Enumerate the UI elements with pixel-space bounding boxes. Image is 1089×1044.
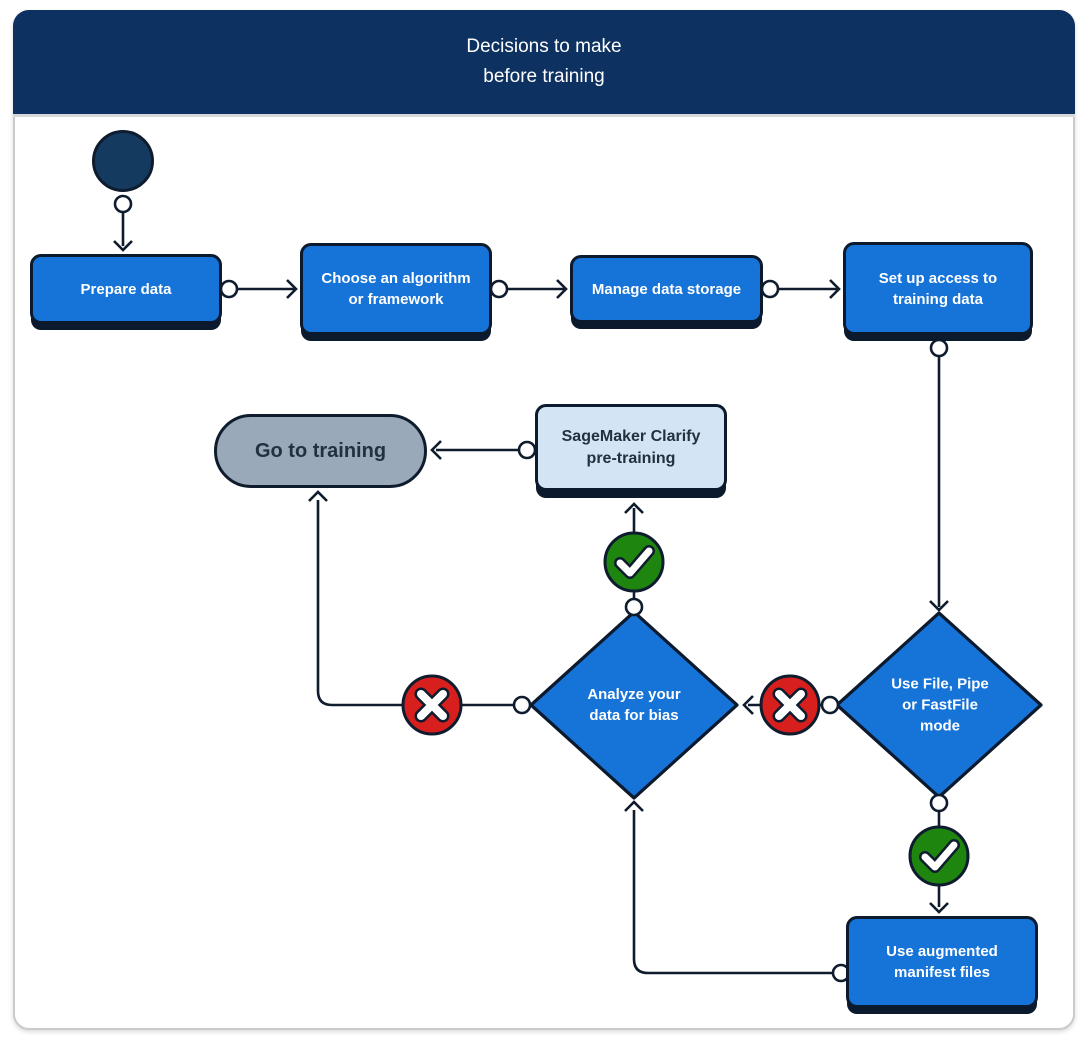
yes-badge-check-icon [908,825,970,887]
node-manage-data-storage: Manage data storage [570,255,763,323]
connector-dot [219,279,239,299]
arrowhead-right-icon [286,279,298,299]
diagram-title: Decisions to make before training [13,10,1075,117]
arrowhead-down-icon [929,902,949,914]
connector-dot [113,194,133,214]
node-go-to-training: Go to training [214,414,427,488]
no-badge-cross-icon [401,674,463,736]
connector-dot [929,793,949,813]
node-sagemaker-clarify: SageMaker Clarify pre-training [535,404,727,491]
connector-dot [760,279,780,299]
arrowhead-down-icon [113,240,133,252]
node-prepare-data: Prepare data [30,254,222,324]
arrowhead-right-icon [829,279,841,299]
connector-dot [489,279,509,299]
edge-analyze-training [316,500,514,707]
node-choose-algorithm: Choose an algorithm or framework [300,243,492,335]
arrowhead-up-icon [624,800,644,812]
connector-dot [929,338,949,358]
decision-diamond-analyze-bias [529,610,739,800]
edge-augmented-analyze [632,810,833,975]
start-node [92,130,154,192]
decision-diamond-use-file-mode [835,611,1043,799]
arrowhead-down-icon [929,600,949,612]
yes-badge-check-icon [603,531,665,593]
connector-dot [517,440,537,460]
diagram-card [13,10,1075,1030]
arrowhead-left-icon [742,695,754,715]
node-setup-access: Set up access to training data [843,242,1033,335]
node-augmented-manifest: Use augmented manifest files [846,916,1038,1008]
no-badge-cross-icon [759,674,821,736]
connector-dot [624,597,644,617]
arrowhead-left-icon [430,440,442,460]
connector-dot [820,695,840,715]
arrowhead-right-icon [556,279,568,299]
connector-dot [512,695,532,715]
arrowhead-up-icon [308,490,328,502]
arrowhead-up-icon [624,502,644,514]
